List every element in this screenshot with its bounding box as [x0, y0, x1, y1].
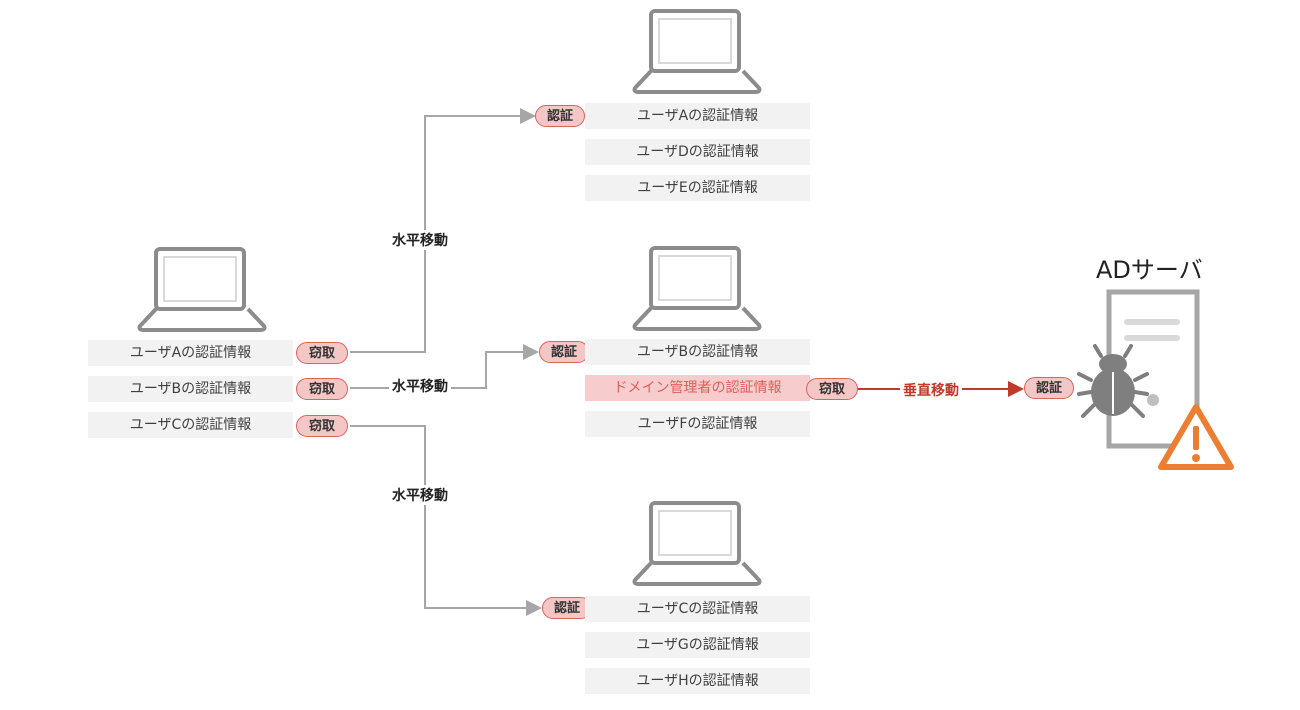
lateral-move-label-middle: 水平移動 — [389, 376, 451, 396]
top-credential-d: ユーザDの認証情報 — [585, 139, 810, 165]
bottom-credential-c: ユーザCの認証情報 — [585, 596, 810, 622]
auth-badge-ad: 認証 — [1024, 377, 1074, 399]
ad-server-title: ADサーバ — [1096, 256, 1203, 284]
source-credential-b: ユーザBの認証情報 — [88, 376, 293, 402]
steal-badge-b: 窃取 — [296, 378, 348, 400]
steal-badge-domain-admin: 窃取 — [806, 378, 858, 400]
source-credential-a: ユーザAの認証情報 — [88, 340, 293, 366]
source-credential-c: ユーザCの認証情報 — [88, 412, 293, 438]
top-credential-a: ユーザAの認証情報 — [585, 103, 810, 129]
vertical-move-label: 垂直移動 — [900, 380, 962, 400]
lateral-move-label-top: 水平移動 — [389, 230, 451, 250]
middle-credential-f: ユーザFの認証情報 — [585, 411, 810, 437]
auth-badge-bottom: 認証 — [542, 597, 592, 619]
laptop-icon — [632, 9, 762, 94]
steal-badge-c: 窃取 — [296, 415, 348, 437]
bottom-credential-h: ユーザHの認証情報 — [585, 668, 810, 694]
top-credential-e: ユーザEの認証情報 — [585, 175, 810, 201]
warning-icon — [1158, 404, 1234, 470]
middle-credential-b: ユーザBの認証情報 — [585, 339, 810, 365]
bottom-credential-g: ユーザGの認証情報 — [585, 632, 810, 658]
lateral-connector-bottom — [350, 425, 542, 616]
middle-credential-domain-admin: ドメイン管理者の認証情報 — [585, 375, 810, 401]
steal-badge-a: 窃取 — [296, 342, 348, 364]
laptop-icon — [137, 247, 267, 332]
laptop-icon — [632, 246, 762, 331]
auth-badge-top: 認証 — [535, 105, 585, 127]
auth-badge-middle: 認証 — [539, 341, 589, 363]
lateral-move-label-bottom: 水平移動 — [389, 485, 451, 505]
laptop-icon — [632, 501, 762, 586]
bug-icon — [1077, 344, 1149, 418]
